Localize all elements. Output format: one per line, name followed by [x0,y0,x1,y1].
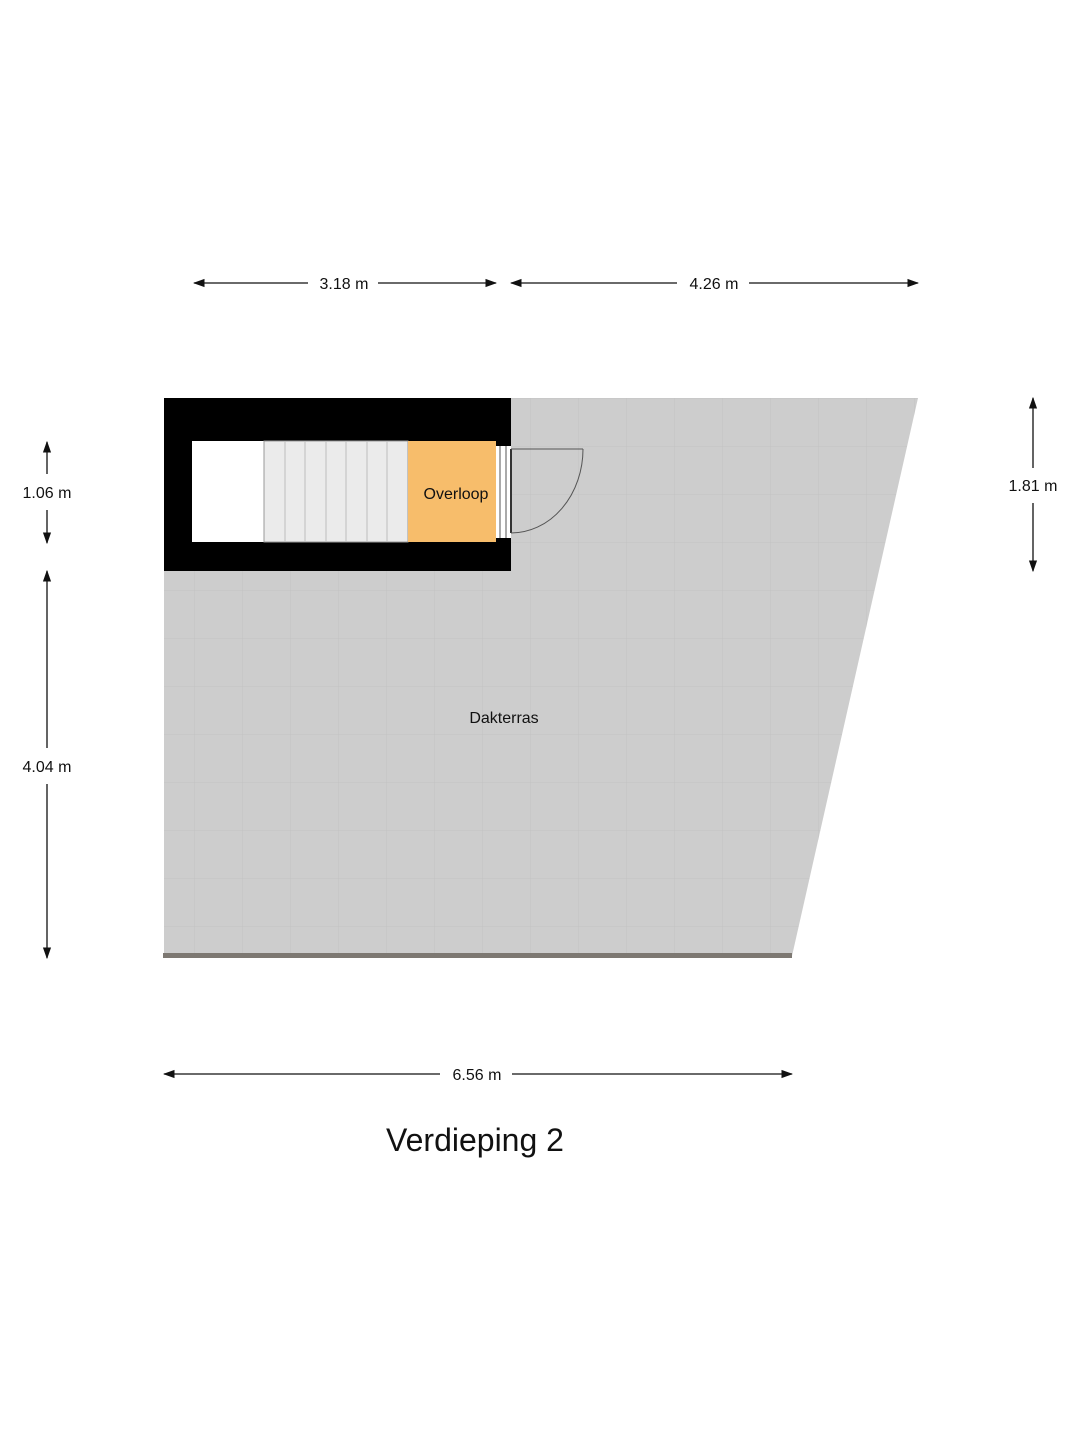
room-label-landing: Overloop [424,486,489,503]
landing-area [408,441,496,542]
dimension-left-top: 1.06 m [23,440,72,545]
dimension-label-top-right: 4.26 m [690,276,739,293]
dimension-label-top-left: 3.18 m [320,276,369,293]
dimension-label-bottom: 6.56 m [453,1067,502,1084]
dimension-label-left-top: 1.06 m [23,485,72,502]
floor-title: Verdieping 2 [386,1122,564,1158]
staircase [263,440,409,543]
dimension-label-right: 1.81 m [1009,478,1058,495]
door [496,446,584,538]
stair-void [192,441,264,542]
dimension-label-left-bottom: 4.04 m [23,759,72,776]
dimension-left-bottom: 4.04 m [23,569,72,960]
dimension-bottom: 6.56 m [162,1067,794,1084]
room-label-terrace: Dakterras [469,710,538,727]
dimension-top-right: 4.26 m [509,276,920,293]
terrace-edge [163,953,792,958]
dimension-right: 1.81 m [1009,396,1058,573]
dimension-top-left: 3.18 m [192,276,498,293]
